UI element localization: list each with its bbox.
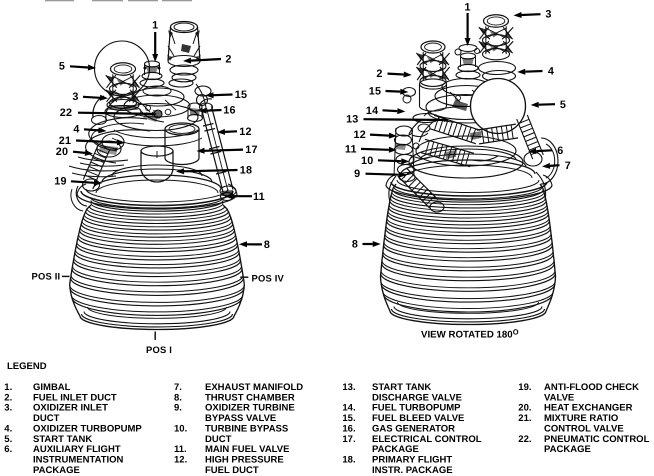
svg-text:22.: 22.	[518, 434, 531, 445]
svg-text:17: 17	[245, 144, 257, 156]
svg-text:8.: 8.	[174, 392, 182, 403]
svg-text:2: 2	[376, 68, 382, 80]
svg-text:THRUST CHAMBER: THRUST CHAMBER	[205, 392, 295, 403]
svg-text:20: 20	[56, 146, 68, 158]
svg-text:GAS GENERATOR: GAS GENERATOR	[372, 423, 455, 434]
svg-text:OXIDIZER INLET: OXIDIZER INLET	[33, 403, 108, 414]
svg-text:20.: 20.	[518, 403, 531, 414]
svg-text:15.: 15.	[342, 413, 355, 424]
svg-text:17.: 17.	[342, 434, 355, 445]
svg-text:MAIN FUEL VALVE: MAIN FUEL VALVE	[205, 444, 289, 455]
svg-text:21.: 21.	[518, 413, 531, 424]
svg-text:11.: 11.	[174, 444, 187, 455]
svg-text:DISCHARGE VALVE: DISCHARGE VALVE	[372, 392, 462, 403]
svg-text:AUXILIARY FLIGHT: AUXILIARY FLIGHT	[33, 444, 121, 455]
svg-text:4: 4	[548, 66, 554, 78]
svg-text:12.: 12.	[174, 454, 187, 465]
svg-text:1.: 1.	[4, 382, 12, 393]
svg-text:POS I: POS I	[146, 344, 172, 355]
svg-text:8: 8	[352, 239, 358, 251]
svg-text:7: 7	[565, 160, 571, 172]
svg-text:1: 1	[152, 19, 158, 31]
svg-text:INSTR. PACKAGE: INSTR. PACKAGE	[372, 465, 453, 476]
svg-text:12: 12	[353, 129, 365, 141]
svg-text:VALVE: VALVE	[544, 392, 574, 403]
svg-text:5: 5	[59, 61, 65, 73]
svg-text:14.: 14.	[342, 403, 355, 414]
svg-text:POS II: POS II	[32, 271, 61, 282]
svg-text:4: 4	[73, 124, 79, 136]
svg-text:10: 10	[361, 155, 373, 167]
svg-text:START TANK: START TANK	[372, 382, 431, 393]
svg-text:FUEL BLEED VALVE: FUEL BLEED VALVE	[372, 413, 464, 424]
svg-text:PNEUMATIC CONTROL: PNEUMATIC CONTROL	[544, 434, 650, 445]
svg-text:2: 2	[225, 53, 231, 65]
svg-text:FUEL TURBOPUMP: FUEL TURBOPUMP	[372, 403, 461, 414]
svg-text:3: 3	[72, 91, 78, 103]
svg-text:HEAT EXCHANGER: HEAT EXCHANGER	[544, 403, 633, 414]
svg-text:8: 8	[264, 239, 270, 251]
svg-text:15: 15	[369, 86, 381, 98]
svg-text:FUEL DUCT: FUEL DUCT	[205, 465, 259, 476]
svg-text:PACKAGE: PACKAGE	[544, 444, 591, 455]
svg-text:9: 9	[354, 168, 360, 180]
svg-text:6.: 6.	[4, 444, 12, 455]
svg-text:19.: 19.	[518, 382, 531, 393]
svg-text:21: 21	[59, 135, 71, 147]
svg-text:15: 15	[235, 89, 247, 101]
svg-text:PACKAGE: PACKAGE	[372, 444, 419, 455]
svg-text:3.: 3.	[4, 403, 12, 414]
svg-text:16.: 16.	[342, 423, 355, 434]
svg-text:7.: 7.	[174, 382, 182, 393]
svg-text:TURBINE BYPASS: TURBINE BYPASS	[205, 423, 288, 434]
svg-text:11: 11	[345, 143, 357, 155]
svg-text:18: 18	[240, 165, 252, 177]
svg-text:18.: 18.	[342, 454, 355, 465]
svg-text:OXIDIZER TURBINE: OXIDIZER TURBINE	[205, 403, 295, 414]
svg-text:13.: 13.	[342, 382, 355, 393]
svg-text:22: 22	[60, 107, 72, 119]
svg-text:10.: 10.	[174, 423, 187, 434]
svg-text:MIXTURE RATIO: MIXTURE RATIO	[544, 413, 618, 424]
svg-text:12: 12	[239, 126, 251, 138]
svg-text:VIEW ROTATED 180O: VIEW ROTATED 180O	[421, 327, 519, 340]
svg-text:DUCT: DUCT	[205, 434, 232, 445]
svg-text:EXHAUST MANIFOLD: EXHAUST MANIFOLD	[205, 382, 303, 393]
svg-text:4.: 4.	[4, 423, 12, 434]
svg-text:INSTRUMENTATION: INSTRUMENTATION	[33, 454, 124, 465]
svg-text:19: 19	[54, 176, 66, 188]
svg-text:6: 6	[557, 145, 563, 157]
svg-text:11: 11	[253, 191, 265, 203]
svg-text:5.: 5.	[4, 434, 12, 445]
svg-text:14: 14	[366, 105, 378, 117]
svg-text:2.: 2.	[4, 392, 12, 403]
svg-text:ANTI-FLOOD CHECK: ANTI-FLOOD CHECK	[544, 382, 639, 393]
svg-text:PRIMARY FLIGHT: PRIMARY FLIGHT	[372, 454, 452, 465]
svg-text:OXIDIZER TURBOPUMP: OXIDIZER TURBOPUMP	[33, 423, 142, 434]
svg-text:HIGH PRESSURE: HIGH PRESSURE	[205, 454, 284, 465]
svg-text:START TANK: START TANK	[33, 434, 92, 445]
svg-text:LEGEND: LEGEND	[7, 361, 47, 372]
svg-text:1: 1	[464, 2, 470, 14]
svg-text:GIMBAL: GIMBAL	[33, 382, 71, 393]
svg-text:16: 16	[223, 105, 235, 117]
svg-text:FUEL INLET DUCT: FUEL INLET DUCT	[33, 392, 117, 403]
svg-text:9.: 9.	[174, 403, 182, 414]
svg-text:POS IV: POS IV	[252, 273, 285, 284]
svg-text:CONTROL VALVE: CONTROL VALVE	[544, 423, 624, 434]
svg-text:ELECTRICAL CONTROL: ELECTRICAL CONTROL	[372, 434, 482, 445]
svg-text:BYPASS VALVE: BYPASS VALVE	[205, 413, 276, 424]
svg-text:5: 5	[560, 99, 566, 111]
svg-text:DUCT: DUCT	[33, 413, 60, 424]
svg-text:PACKAGE: PACKAGE	[33, 465, 80, 476]
svg-text:13: 13	[346, 114, 358, 126]
svg-text:3: 3	[545, 9, 551, 21]
